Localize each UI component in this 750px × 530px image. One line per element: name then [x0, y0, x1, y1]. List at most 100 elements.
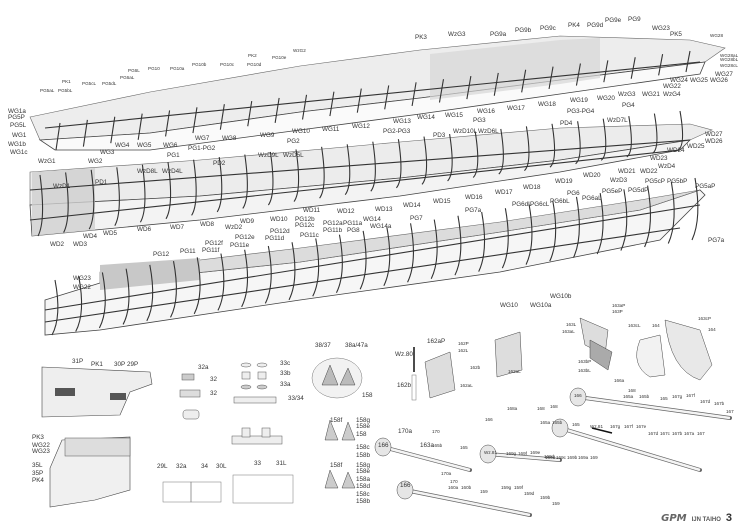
part-label: 167d: [648, 431, 659, 436]
part-label: 163aL: [562, 329, 575, 334]
part-label: 164: [708, 327, 716, 332]
part-label: PG4: [622, 102, 635, 109]
gun-barrel-body: [382, 445, 471, 472]
part-label: PG10c: [220, 62, 235, 67]
part-label: PG2-PG3: [383, 128, 411, 135]
hull-frame: [146, 264, 154, 322]
part-label: WG11: [322, 126, 340, 133]
part-label: WG22: [663, 83, 681, 90]
part-label: WD20: [583, 172, 601, 179]
hull-lower-frames: [44, 177, 706, 336]
part-label: 166a: [614, 378, 625, 383]
part-label: PG11d: [265, 235, 285, 242]
part-label: PK4: [32, 477, 44, 484]
part-label: PG6aL: [582, 195, 602, 202]
part-label: WD5: [103, 230, 117, 237]
hull-frame: [498, 128, 504, 175]
part-label: 169d: [545, 455, 556, 460]
part-label: 170: [432, 429, 440, 434]
part-label: WD8: [200, 221, 214, 228]
part-label: 164: [652, 323, 660, 328]
part-label: WG24: [670, 77, 688, 84]
detail-aa-mount: [311, 357, 363, 489]
part-label: WG3: [100, 149, 115, 156]
part-label: WzD7L: [607, 117, 628, 124]
hull-frame: [335, 234, 343, 294]
gun-barrel-body: [559, 426, 701, 472]
part-label: WG10: [500, 302, 518, 309]
hull-frame: [395, 139, 402, 189]
part-label: WzG1: [38, 158, 56, 165]
part-label: WG18: [538, 101, 556, 108]
hull-upper-frames: [29, 35, 726, 151]
part-label: PK5: [670, 31, 682, 38]
part-label: WG28cL: [720, 63, 738, 68]
part-label: PG8: [347, 227, 360, 234]
hull-frame: [193, 257, 201, 315]
part-label: 35P: [32, 470, 43, 477]
gun-mount: [479, 444, 497, 464]
part-label: WD9: [240, 218, 254, 225]
part-label: WG1a: [8, 108, 26, 115]
part-label: PG11a: [343, 220, 363, 227]
barrel-wire: [591, 427, 613, 434]
hull-frame: [170, 261, 177, 318]
part-label: PG10d: [247, 62, 262, 67]
hull-frame: [63, 172, 69, 233]
part-label: PD3: [433, 132, 446, 139]
part-label: WG14a: [370, 223, 392, 230]
hull-frame: [359, 230, 367, 290]
part-label: WG26: [710, 77, 728, 84]
part-label: PG6: [567, 190, 580, 197]
hull-frame: [600, 118, 607, 161]
part-label: 162aP: [427, 338, 445, 345]
hull-frame: [630, 57, 636, 79]
hull-frame: [472, 131, 479, 178]
part-label: 165: [460, 445, 468, 450]
part-label: 158c: [356, 444, 370, 451]
hull-frame: [301, 94, 308, 120]
hull-frame: [438, 79, 445, 103]
part-label: 169f: [518, 451, 528, 456]
part-label: 168a: [507, 406, 518, 411]
part-label: WzG3: [618, 91, 636, 98]
hull-frame: [466, 75, 472, 100]
gun-barrel-body: [404, 488, 531, 517]
part-label: 169g: [506, 451, 517, 456]
part-label: PG5cP: [645, 178, 665, 185]
hull-frame: [75, 276, 83, 332]
hull-frame: [274, 97, 280, 123]
part-label: 31P: [72, 358, 83, 365]
part-label: WD18: [523, 184, 541, 191]
part-label: 167a: [684, 431, 695, 436]
part-label: WD13: [375, 206, 393, 213]
part-label: PD4: [560, 120, 573, 127]
part-label: PG9d: [587, 22, 604, 29]
hull-frame: [98, 272, 106, 329]
hull-frame: [549, 123, 556, 168]
part-label: 158: [362, 392, 373, 399]
part-label: PD2: [213, 160, 226, 167]
part-label: PG5bP: [667, 178, 687, 185]
part-label: 167g: [610, 424, 621, 429]
part-label: PG7a: [708, 237, 725, 244]
part-label: 165a: [540, 420, 551, 425]
part-label: WD16: [465, 194, 483, 201]
part-label: WG15: [445, 112, 463, 119]
part-label: PK3: [415, 34, 427, 41]
part-label: 167g: [672, 394, 683, 399]
part-label: 158f: [330, 417, 343, 424]
part-label: WzD4: [658, 163, 676, 170]
gun-mount: [569, 387, 587, 407]
part-label: 158a: [356, 476, 371, 483]
hull-frame: [293, 149, 300, 202]
hull-frame: [247, 101, 253, 127]
hull-frame: [370, 141, 376, 192]
part-label: 33/34: [288, 395, 304, 402]
part-label: 163P: [612, 309, 623, 314]
part-label: PG10a: [170, 66, 185, 71]
part-label: 162b: [397, 382, 412, 389]
part-label: 167d: [700, 399, 711, 404]
hull-frame: [137, 113, 143, 140]
